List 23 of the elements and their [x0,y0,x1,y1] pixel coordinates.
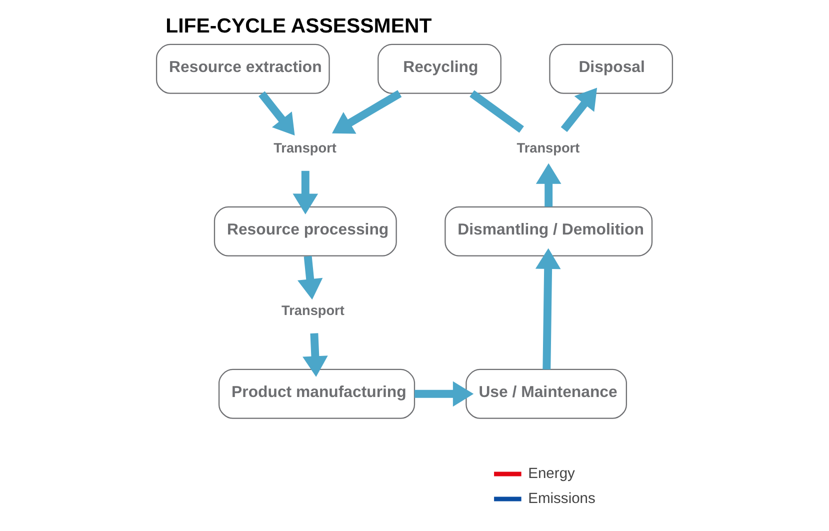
legend-label: Energy [528,466,575,482]
arrow [258,91,295,136]
arrow [414,381,474,407]
arrow [560,88,598,132]
node-text: Transport [274,140,336,156]
diagram-title: LIFE-CYCLE ASSESSMENT [166,14,432,38]
connector [470,90,524,133]
node-box: Product manufacturing [218,368,416,419]
node-box: Resource extraction [156,44,330,94]
legend-label: Emissions [528,490,596,507]
node-text: Transport [516,140,580,156]
node-text: Transport [282,303,344,318]
arrow [302,333,328,377]
node-box: Recycling [378,44,502,94]
node-box: Disposal [549,44,674,94]
arrow [292,170,318,214]
node-box: Use / Maintenance [466,368,627,419]
node-box: Resource processing [214,206,397,256]
arrow [297,256,323,300]
arrow [536,163,562,207]
node-box: Dismantling / Demolition [444,206,653,256]
arrow [332,90,402,134]
arrow [535,248,561,370]
